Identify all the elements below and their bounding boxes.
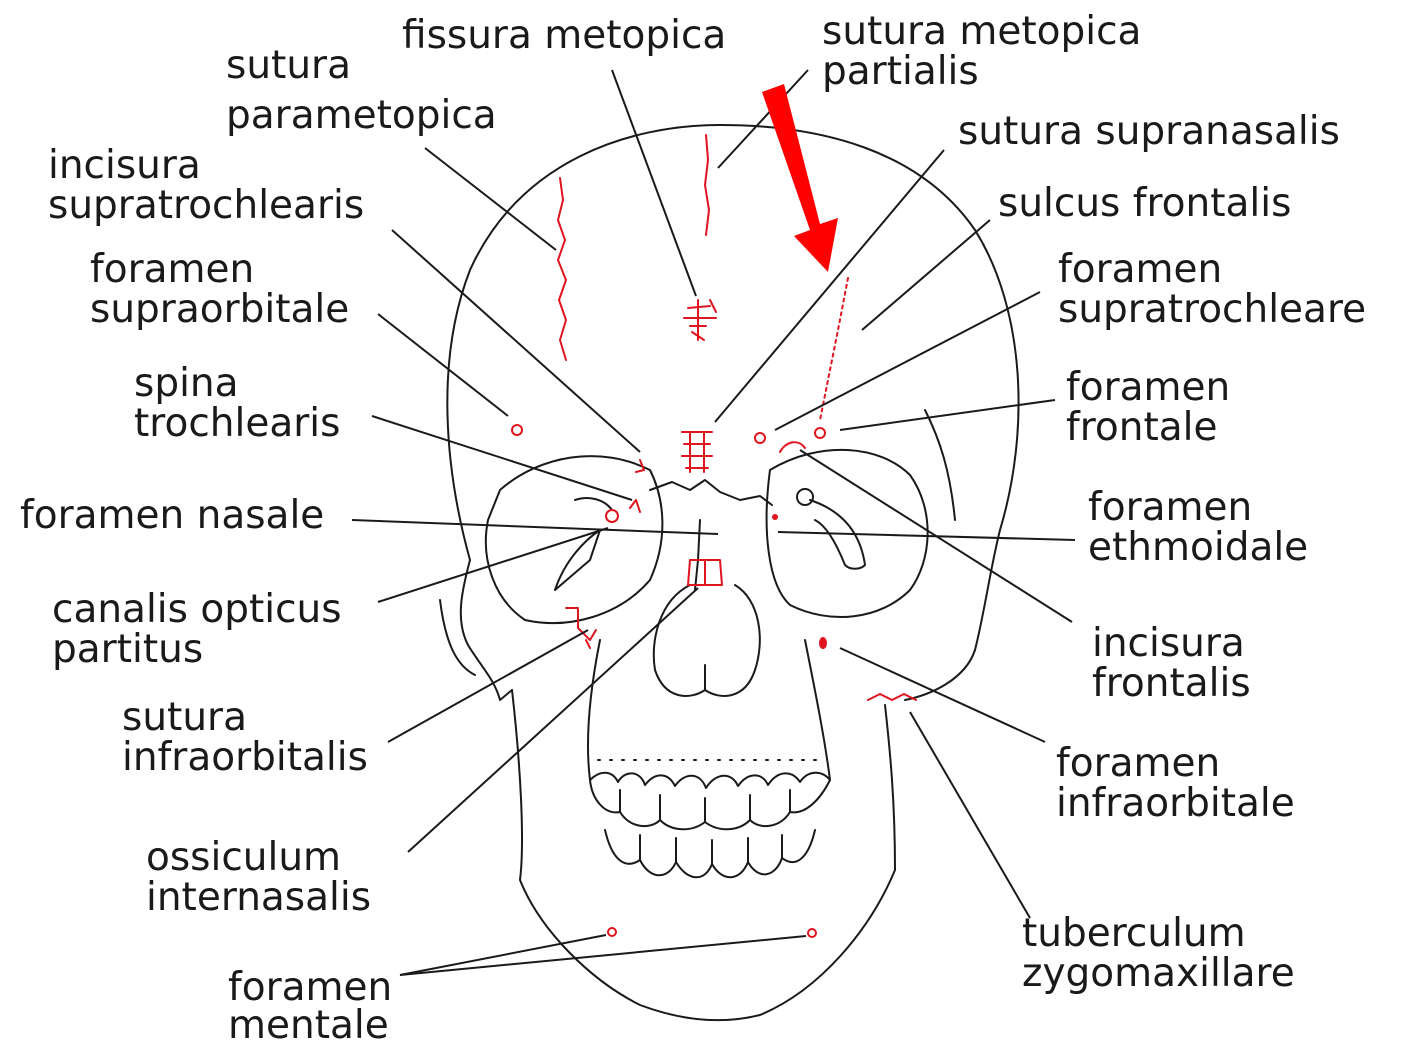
sutura-infraorbitalis-mark [566,608,596,648]
ossiculum-internasale-mark [688,560,722,585]
foramen-infraorbitale-mark [819,637,827,649]
foramen-supraorbitale-mark [512,425,522,435]
spina-trochlearis-mark [630,500,640,512]
foramen-supratrochleare-mark [755,433,765,443]
label-sutura-supranasalis: sutura supranasalis [958,109,1340,154]
label-foramen-nasale: foramen nasale [20,493,324,538]
sutura-metopica-partialis-mark [705,135,709,235]
fissura-metopica-mark [684,300,716,340]
red-arrow-icon [762,84,838,272]
sutura-parametopica-mark [558,178,566,360]
foramen-mentale-left-mark [608,928,616,936]
foramen-mentale-right-mark [808,929,816,937]
label-sulcus-frontalis: sulcus frontalis [998,181,1291,226]
foramen-ethmoidale-mark [772,514,778,520]
foramen-nasale-mark [606,510,618,522]
foramen-frontale-mark [815,428,825,438]
skull-outline [440,125,1019,1020]
sutura-supranasalis-mark [682,432,712,472]
label-fissura-metopica: fissura metopica [402,13,726,58]
